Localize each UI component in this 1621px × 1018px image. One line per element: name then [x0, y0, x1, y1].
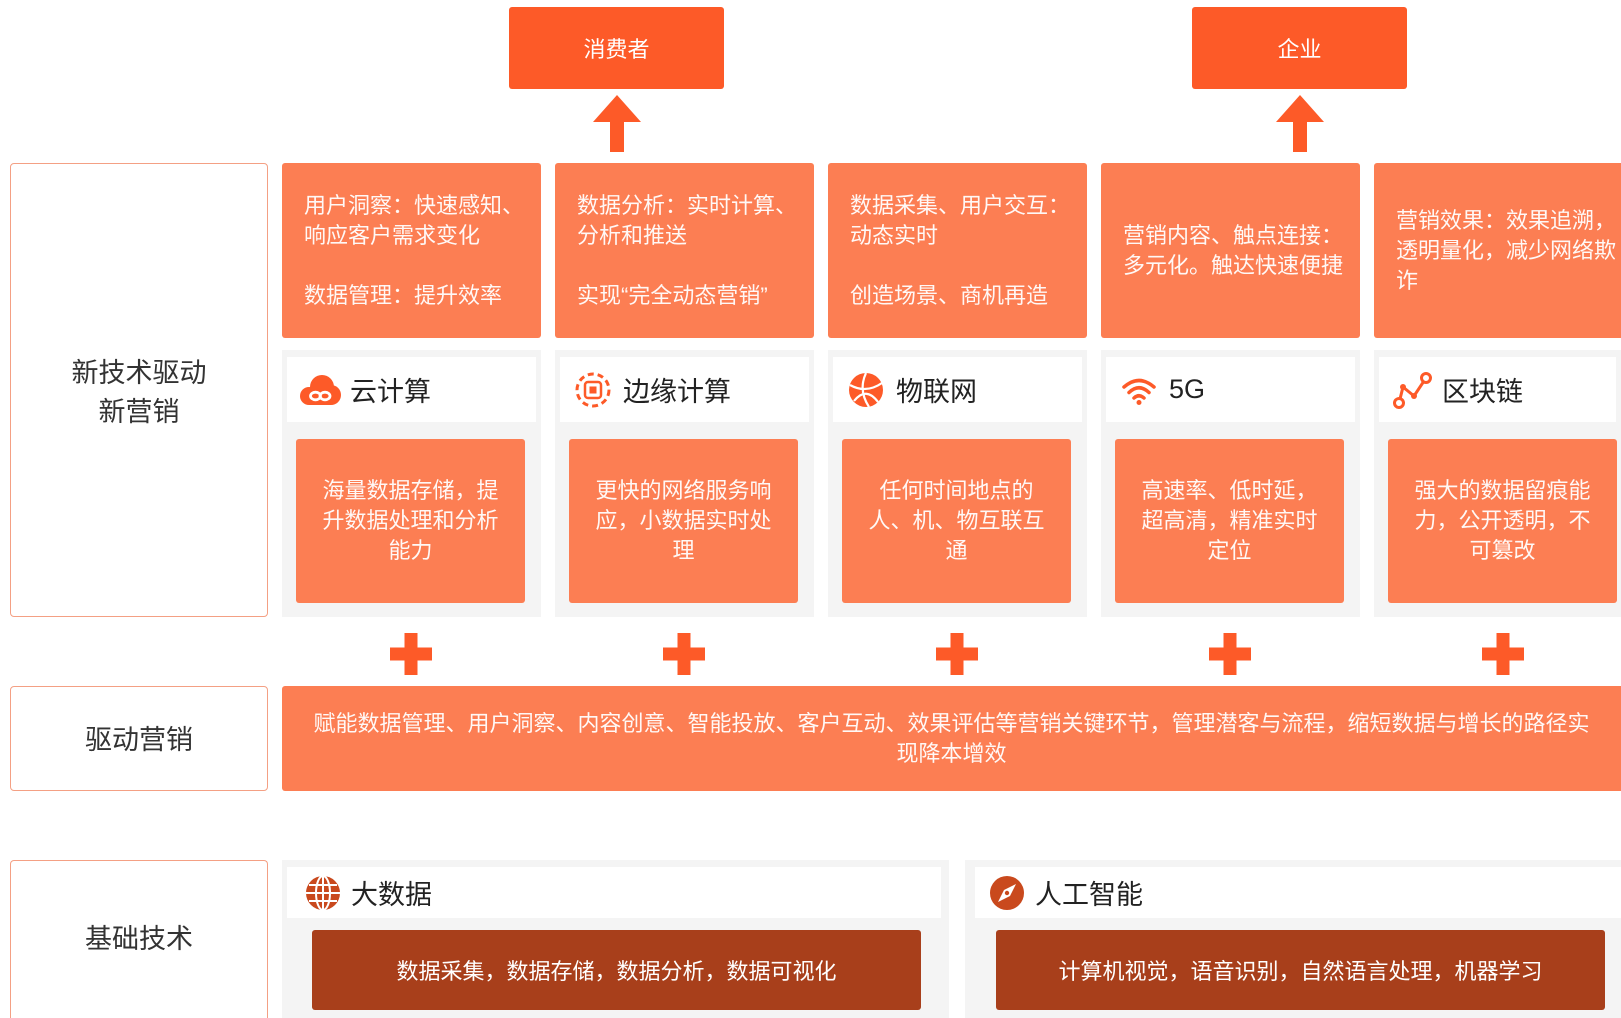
- drive-marketing-text: 赋能数据管理、用户洞察、内容创意、智能投放、客户互动、效果评估等营销关键环节，管…: [313, 710, 1590, 766]
- benefit-box-blockchain: 营销效果：效果追溯，透明量化，减少网络欺诈: [1374, 163, 1621, 338]
- row-label-line: 新技术驱动: [71, 358, 207, 388]
- edge-computing-icon-graphic: [575, 372, 611, 407]
- tech-card-header: 区块链: [1379, 357, 1616, 422]
- plus-icon: [390, 633, 432, 675]
- up-arrow-icon: [1276, 95, 1324, 152]
- tech-card-header: 云计算: [287, 357, 536, 422]
- tech-description: 更快的网络服务响应，小数据实时处理: [569, 439, 798, 603]
- foundation-title: 人工智能: [1035, 880, 1143, 910]
- blockchain-icon: [1390, 370, 1434, 410]
- tech-card-blockchain: 区块链 强大的数据留痕能力，公开透明，不可篡改: [1374, 350, 1621, 617]
- tech-description-text: 高速率、低时延，超高清，精准实时定位: [1141, 478, 1318, 563]
- foundation-card-big-data: 大数据 数据采集，数据存储，数据分析，数据可视化: [282, 860, 949, 1018]
- row-label-line: 新营销: [98, 397, 180, 427]
- foundation-card-header: 人工智能: [975, 867, 1621, 918]
- tech-title: 边缘计算: [623, 377, 731, 407]
- target-consumer: 消费者: [509, 7, 724, 89]
- plus-icon: [1209, 633, 1251, 675]
- wifi-icon: [1117, 370, 1161, 410]
- benefit-text: 营销内容、触点连接：多元化。触达快速便捷: [1123, 222, 1344, 278]
- blockchain-icon-graphic: [1393, 371, 1432, 409]
- benefit-text: 数据分析：实时计算、分析和推送: [577, 192, 798, 248]
- benefit-text: 数据管理：提升效率: [304, 282, 503, 308]
- tech-description-text: 海量数据存储，提升数据处理和分析能力: [322, 478, 499, 563]
- foundation-description-text: 数据采集，数据存储，数据分析，数据可视化: [396, 959, 837, 984]
- target-enterprise: 企业: [1192, 7, 1407, 89]
- plus-icon: [936, 633, 978, 675]
- globe-icon-graphic: [306, 874, 340, 911]
- tech-description: 任何时间地点的人、机、物互联互通: [842, 439, 1071, 603]
- globe-icon: [303, 873, 343, 913]
- compass-icon-graphic: [990, 875, 1024, 910]
- tech-title: 云计算: [350, 377, 431, 407]
- tech-card-header: 边缘计算: [560, 357, 809, 422]
- benefit-text: 用户洞察：快速感知、响应客户需求变化: [304, 192, 525, 248]
- row-label-text: 驱动营销: [85, 725, 193, 755]
- tech-description: 海量数据存储，提升数据处理和分析能力: [296, 439, 525, 603]
- edge-computing-icon: [571, 370, 615, 410]
- benefit-text: 营销效果：效果追溯，透明量化，减少网络欺诈: [1396, 207, 1617, 293]
- benefit-text: 创造场景、商机再造: [850, 282, 1049, 308]
- row-label-text: 基础技术: [85, 924, 193, 954]
- cloud-icon: [298, 370, 342, 410]
- tech-description-text: 更快的网络服务响应，小数据实时处理: [595, 478, 772, 563]
- cloud-icon-graphic: [300, 374, 341, 405]
- foundation-description: 数据采集，数据存储，数据分析，数据可视化: [312, 930, 921, 1010]
- foundation-card-ai: 人工智能 计算机视觉，语音识别，自然语言处理，机器学习: [965, 860, 1621, 1018]
- iot-globe-icon-graphic: [849, 372, 883, 408]
- wifi-icon-graphic: [1122, 378, 1156, 405]
- row-label-foundation: 基础技术: [10, 860, 268, 1018]
- tech-description: 强大的数据留痕能力，公开透明，不可篡改: [1388, 439, 1617, 603]
- tech-card-header: 物联网: [833, 357, 1082, 422]
- benefit-box-cloud: 用户洞察：快速感知、响应客户需求变化 数据管理：提升效率: [282, 163, 541, 338]
- tech-card-iot: 物联网 任何时间地点的人、机、物互联互通: [828, 350, 1087, 617]
- foundation-description-text: 计算机视觉，语音识别，自然语言处理，机器学习: [1058, 959, 1543, 984]
- drive-marketing-band: 赋能数据管理、用户洞察、内容创意、智能投放、客户互动、效果评估等营销关键环节，管…: [282, 686, 1621, 791]
- benefit-box-iot: 数据采集、用户交互：动态实时 创造场景、商机再造: [828, 163, 1087, 338]
- compass-icon: [987, 873, 1027, 913]
- up-arrow-icon: [593, 95, 641, 152]
- foundation-card-header: 大数据: [287, 867, 941, 918]
- tech-card-5g: 5G 高速率、低时延，超高清，精准实时定位: [1101, 350, 1360, 617]
- benefit-text: 数据采集、用户交互：动态实时: [850, 192, 1071, 248]
- plus-icon: [1482, 633, 1524, 675]
- tech-description-text: 强大的数据留痕能力，公开透明，不可篡改: [1414, 478, 1591, 563]
- benefit-box-edge-computing: 数据分析：实时计算、分析和推送 实现“完全动态营销”: [555, 163, 814, 338]
- tech-card-edge-computing: 边缘计算 更快的网络服务响应，小数据实时处理: [555, 350, 814, 617]
- tech-card-header: 5G: [1106, 357, 1355, 422]
- foundation-description: 计算机视觉，语音识别，自然语言处理，机器学习: [996, 930, 1605, 1010]
- tech-title: 物联网: [896, 377, 977, 407]
- benefit-text: 实现“完全动态营销”: [577, 282, 768, 308]
- foundation-title: 大数据: [351, 880, 432, 910]
- row-label-new-tech: 新技术驱动 新营销: [10, 163, 268, 617]
- tech-card-cloud: 云计算 海量数据存储，提升数据处理和分析能力: [282, 350, 541, 617]
- tech-description: 高速率、低时延，超高清，精准实时定位: [1115, 439, 1344, 603]
- tech-title: 5G: [1169, 374, 1206, 404]
- tech-description-text: 任何时间地点的人、机、物互联互通: [868, 478, 1045, 563]
- plus-icon: [663, 633, 705, 675]
- iot-globe-icon: [844, 370, 888, 410]
- row-label-drive: 驱动营销: [10, 686, 268, 791]
- benefit-box-5g: 营销内容、触点连接：多元化。触达快速便捷: [1101, 163, 1360, 338]
- tech-title: 区块链: [1442, 377, 1523, 407]
